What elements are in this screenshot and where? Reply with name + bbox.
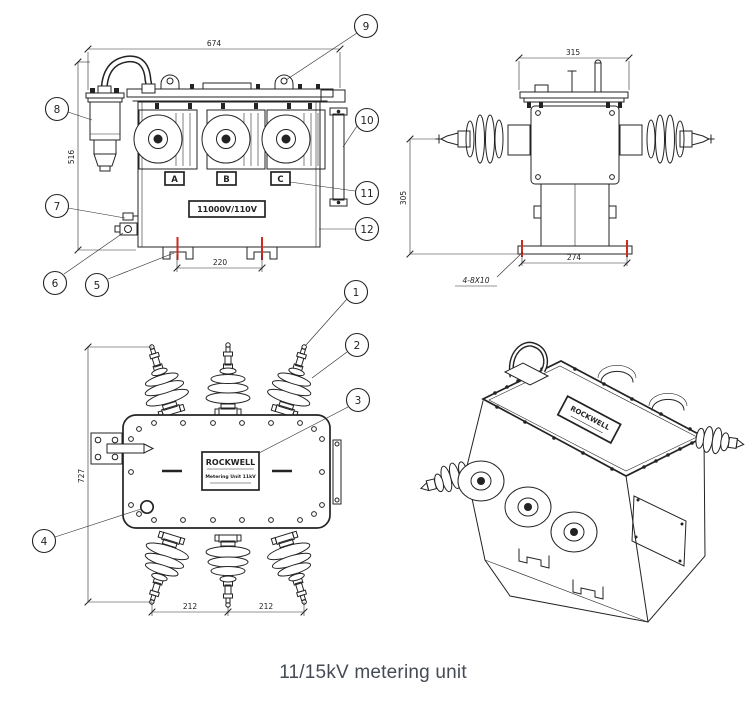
callout-8: 8 — [44, 96, 93, 122]
phase-label-a: A — [171, 175, 178, 185]
callout-6-number: 6 — [52, 278, 59, 290]
callout-7-number: 7 — [54, 201, 61, 213]
callout-4-number: 4 — [41, 536, 48, 548]
earth-bracket — [90, 432, 155, 465]
front-dim-foot-pitch: 220 — [173, 255, 266, 272]
phase-label-b: B — [223, 175, 229, 185]
isometric-view: ROCKWELL — [419, 341, 745, 623]
iso-lifting-bail — [503, 341, 550, 386]
bushing — [262, 528, 327, 612]
side-bushing-right — [619, 114, 715, 164]
front-foot-pitch-value: 220 — [213, 258, 228, 267]
side-top-width-value: 315 — [566, 48, 581, 57]
front-dim-width: 674 — [84, 39, 344, 90]
side-dim-height: 305 — [399, 135, 518, 258]
front-width-value: 674 — [207, 39, 222, 48]
sampling-valve — [122, 212, 139, 221]
phase-label-c: C — [277, 175, 283, 185]
ct-module — [133, 109, 198, 170]
callout-12-number: 12 — [360, 224, 373, 236]
ct-drum — [457, 460, 505, 502]
callout-7: 7 — [44, 193, 126, 219]
ct-module — [261, 109, 326, 170]
plan-dim-pitch: 212 212 — [148, 602, 308, 616]
slot-note-text: 4-8X10 — [463, 276, 490, 285]
tank-lid — [126, 74, 346, 109]
front-height-value: 516 — [67, 150, 76, 165]
iso-bushing-right — [695, 426, 745, 455]
iso-door-panel — [631, 495, 687, 567]
plan-height-value: 727 — [77, 469, 86, 484]
front-view: 674 516 — [67, 39, 348, 272]
ct-drum — [504, 486, 552, 528]
iso-feet — [518, 548, 604, 600]
fuse-canister — [85, 55, 156, 172]
plan-pitch-right-value: 212 — [259, 602, 274, 611]
side-height-value: 305 — [399, 191, 408, 206]
lid-end-bracket — [320, 89, 346, 103]
nameplate-brand: ROCKWELL — [206, 458, 256, 467]
callout-3-number: 3 — [355, 395, 362, 407]
side-dim-top: 315 — [515, 48, 633, 90]
callout-11: 11 — [289, 180, 380, 206]
side-main-box — [530, 105, 620, 185]
callout-8-number: 8 — [54, 104, 61, 116]
plan-tank — [122, 414, 342, 529]
callout-9: 9 — [285, 13, 379, 81]
callout-10: 10 — [342, 107, 380, 148]
callouts: 1 2 3 4 5 6 7 — [31, 13, 380, 554]
callout-4: 4 — [31, 508, 142, 554]
ct-modules — [133, 109, 326, 170]
drain-valve — [114, 222, 138, 236]
callout-2: 2 — [311, 332, 370, 379]
iso-ct-drums — [457, 460, 598, 553]
hinge-strip — [332, 439, 342, 505]
plan-nameplate: ROCKWELL Metering Unit 11kV — [201, 451, 260, 491]
side-rail — [329, 107, 348, 207]
side-slot-note: 4-8X10 — [455, 251, 524, 287]
skid-feet — [162, 237, 278, 260]
bushing — [205, 534, 251, 608]
ct-module — [201, 109, 266, 170]
bushing — [205, 342, 251, 416]
callout-3: 3 — [258, 387, 371, 454]
iso-lid: ROCKWELL — [481, 341, 706, 477]
drawing-caption: 11/15kV metering unit — [279, 662, 467, 683]
callout-6: 6 — [42, 232, 124, 296]
side-dim-base: 274 — [518, 253, 631, 267]
iso-rear-insulator — [651, 398, 685, 411]
callout-11-number: 11 — [360, 188, 373, 200]
plan-view: ROCKWELL Metering Unit 11kV 727 — [77, 337, 342, 616]
callout-10-number: 10 — [360, 115, 373, 127]
callout-9-number: 9 — [363, 21, 370, 33]
ct-drum — [550, 511, 598, 553]
filler-hole — [139, 499, 155, 515]
phase-labels: A B C — [164, 171, 291, 186]
cover-bolts — [128, 420, 325, 523]
iso-rear-insulator — [600, 370, 634, 383]
callout-2-number: 2 — [354, 340, 361, 352]
lifting-lug — [160, 74, 180, 90]
bushing — [129, 528, 194, 612]
side-pedestal — [517, 183, 633, 257]
side-bushing-left — [435, 114, 531, 164]
callout-1-number: 1 — [353, 287, 360, 299]
front-dim-height: 516 — [67, 58, 136, 254]
nameplate-line2: Metering Unit 11kV — [205, 474, 256, 480]
callout-1: 1 — [305, 279, 369, 346]
bushing — [262, 337, 327, 421]
side-view: 315 — [399, 48, 715, 287]
callout-5: 5 — [84, 252, 175, 298]
ratio-plate-text: 11000V/110V — [197, 205, 258, 214]
callout-12: 12 — [319, 216, 380, 242]
callout-5-number: 5 — [94, 280, 101, 292]
side-base-width-value: 274 — [567, 253, 582, 262]
bushing — [129, 337, 194, 421]
plan-pitch-left-value: 212 — [183, 602, 198, 611]
ratio-plate: 11000V/110V — [188, 200, 266, 218]
side-top-plate — [519, 59, 629, 108]
plan-dim-height: 727 — [77, 343, 152, 606]
